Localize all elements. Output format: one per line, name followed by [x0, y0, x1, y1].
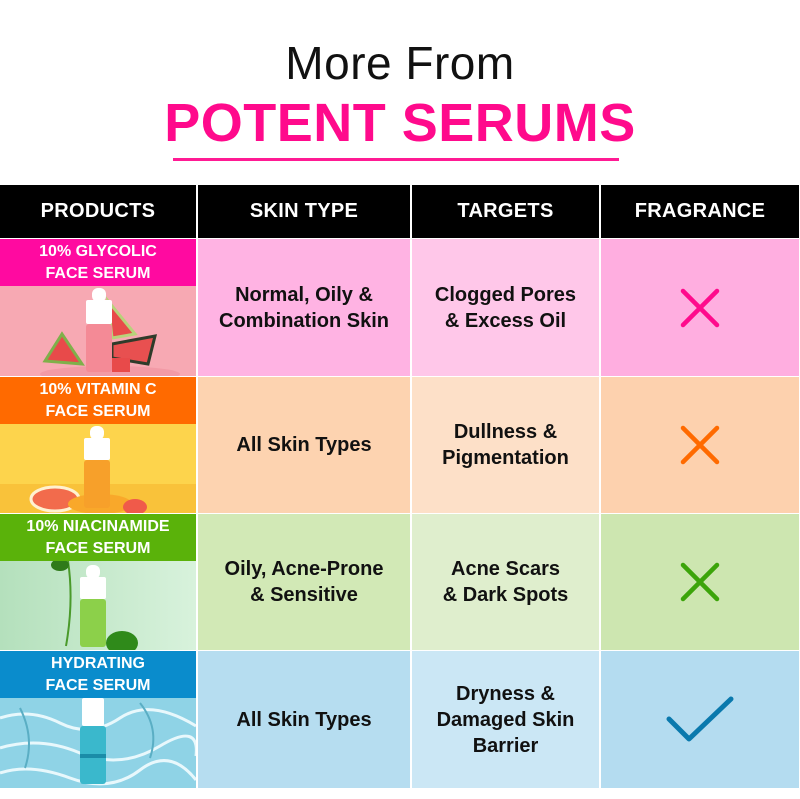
- product-cell: 10% GLYCOLIC FACE SERUM: [0, 239, 196, 376]
- product-label: 10% VITAMIN C FACE SERUM: [0, 377, 196, 424]
- product-label: HYDRATING FACE SERUM: [0, 651, 196, 698]
- table-header-row: PRODUCTS SKIN TYPE TARGETS FRAGRANCE: [0, 185, 799, 238]
- skin-type-cell: All Skin Types: [198, 377, 410, 513]
- fragrance-cell: [601, 514, 799, 650]
- fragrance-cell: [601, 377, 799, 513]
- hydrating-serum-bottle-image: [0, 698, 196, 788]
- product-cell: 10% VITAMIN C FACE SERUM: [0, 377, 196, 513]
- niacinamide-serum-bottle-image: [0, 561, 196, 650]
- cross-icon: [670, 278, 730, 338]
- cross-icon: [670, 415, 730, 475]
- vitamin-c-serum-bottle-image: [0, 424, 196, 513]
- header-products: PRODUCTS: [0, 185, 196, 238]
- targets-cell: Clogged Pores & Excess Oil: [412, 239, 599, 376]
- skin-type-cell: Oily, Acne-Prone & Sensitive: [198, 514, 410, 650]
- header-fragrance: FRAGRANCE: [601, 185, 799, 238]
- product-label: 10% GLYCOLIC FACE SERUM: [0, 239, 196, 286]
- targets-cell: Dullness & Pigmentation: [412, 377, 599, 513]
- title-underline: [173, 158, 619, 161]
- header-skin-type: SKIN TYPE: [198, 185, 410, 238]
- skin-type-cell: All Skin Types: [198, 651, 410, 788]
- fragrance-cell: [601, 239, 799, 376]
- title-more-from: More From: [285, 37, 515, 89]
- skin-type-cell: Normal, Oily & Combination Skin: [198, 239, 410, 376]
- title-block: More From POTENT SERUMS: [0, 0, 800, 185]
- targets-cell: Dryness & Damaged Skin Barrier: [412, 651, 599, 788]
- fragrance-cell: [601, 651, 799, 788]
- product-cell: 10% NIACINAMIDE FACE SERUM: [0, 514, 196, 650]
- table-row-vitamin-c: 10% VITAMIN C FACE SERUM All Skin Types …: [0, 377, 799, 513]
- title-potent-serums: POTENT SERUMS: [164, 93, 636, 153]
- table-row-niacinamide: 10% NIACINAMIDE FACE SERUM Oily, Acne-Pr…: [0, 514, 799, 650]
- table-row-hydrating: HYDRATING FACE SERUM All Skin Types Dryn…: [0, 651, 799, 788]
- table-row-glycolic: 10% GLYCOLIC FACE SERUM Normal, Oily & C…: [0, 239, 799, 376]
- cross-icon: [670, 552, 730, 612]
- header-targets: TARGETS: [412, 185, 599, 238]
- targets-cell: Acne Scars & Dark Spots: [412, 514, 599, 650]
- product-cell: HYDRATING FACE SERUM: [0, 651, 196, 788]
- product-label: 10% NIACINAMIDE FACE SERUM: [0, 514, 196, 561]
- check-icon: [664, 690, 736, 750]
- glycolic-serum-bottle-image: [0, 286, 196, 376]
- comparison-table: PRODUCTS SKIN TYPE TARGETS FRAGRANCE 10%…: [0, 185, 799, 788]
